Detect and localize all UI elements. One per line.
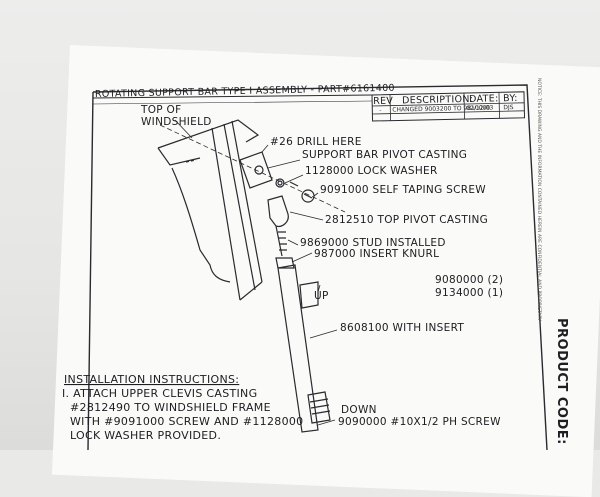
description-value: CHANGED 9003200 TO 9810000 [392,105,490,114]
rev-header: REV [373,96,393,107]
installation-heading: INSTALLATION INSTRUCTIONS: [64,373,239,386]
label-self-tap-screw: 9091000 SELF TAPING SCREW [320,184,486,196]
installation-line-2: #2812490 TO WINDSHIELD FRAME [70,401,271,414]
label-ph-screw: 9090000 #10X1/2 PH SCREW [338,416,501,428]
date-header: DATE: [469,93,499,105]
description-header: DESCRIPTION: [402,94,473,106]
label-insert-knurl: 987000 INSERT KNURL [314,248,439,260]
side-fine-print: NOTICE: THIS DRAWING AND THE INFORMATION… [536,78,542,321]
installation-line-4: LOCK WASHER PROVIDED. [70,429,221,442]
revision-block: REV DESCRIPTION: DATE: BY: - CHANGED 900… [371,91,526,122]
instruction-sheet: ROTATING SUPPORT BAR TYPE I ASSEMBLY - P… [62,78,569,450]
label-stud: 9869000 STUD INSTALLED [300,237,446,249]
date-value: 02/12/03 [466,104,493,112]
product-code: PRODUCT CODE: 620-10 [554,318,569,450]
installation-line-1: I. ATTACH UPPER CLEVIS CASTING [62,387,257,400]
label-down: DOWN [341,404,377,416]
label-drill: #26 DRILL HERE [270,136,362,148]
leader-lines [174,119,338,426]
by-header: BY: [503,93,518,104]
drawing-frame [87,84,548,450]
installation-instructions: INSTALLATION INSTRUCTIONS: I. ATTACH UPP… [62,373,303,442]
label-with-insert: 8608100 WITH INSERT [340,322,464,334]
installation-line-3: WITH #9091000 SCREW AND #1128000 [70,415,303,428]
drawing-title: ROTATING SUPPORT BAR TYPE I ASSEMBLY - P… [95,83,395,100]
label-pivot-casting: SUPPORT BAR PIVOT CASTING [302,149,467,161]
label-up: UP [314,290,329,302]
label-top-pivot: 2812510 TOP PIVOT CASTING [325,214,488,226]
label-lock-washer: 1128000 LOCK WASHER [305,165,438,177]
label-part-a: 9080000 (2) [435,274,503,286]
rev-value: - [379,107,381,114]
label-part-b: 9134000 (1) [435,287,503,299]
by-value: DJS [503,104,514,111]
label-windshield: WINDSHIELD [141,116,212,128]
windshield-frame-drawing [157,119,346,433]
label-top-of: TOP OF [140,104,181,116]
